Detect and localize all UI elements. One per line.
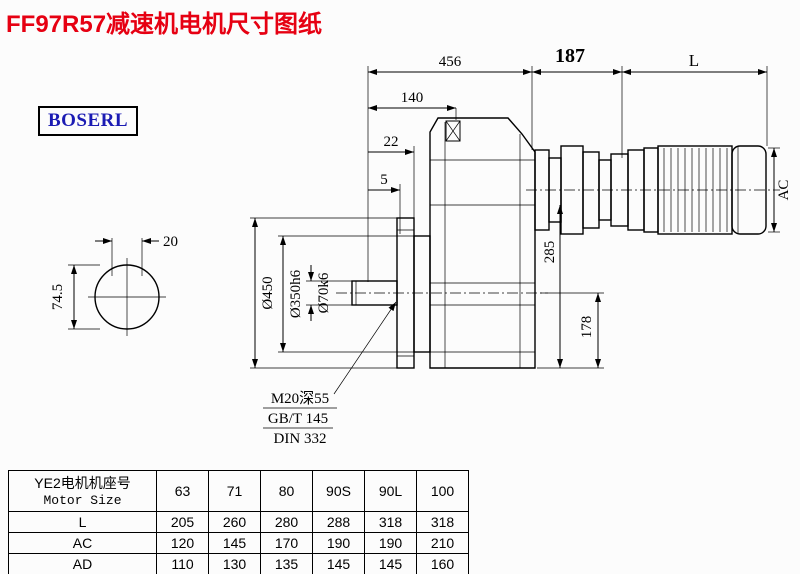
table-cell: 318 [416, 511, 469, 533]
row-label-L: L [8, 511, 157, 533]
technical-drawing: 20 74.5 [50, 45, 792, 447]
table-cell: 280 [260, 511, 313, 533]
motor [627, 145, 767, 235]
header-cn: YE2电机机座号 [34, 474, 131, 491]
dim-L-label: L [689, 51, 699, 70]
table-cell: 145 [364, 553, 417, 574]
table-cell: 190 [312, 532, 365, 554]
note-m20-label: M20深55 [271, 390, 329, 407]
gearbox-housing [429, 117, 536, 369]
dim-5-label: 5 [380, 172, 388, 188]
page-title: FF97R57减速机电机尺寸图纸 [6, 11, 323, 38]
dim-140-label: 140 [401, 90, 424, 106]
table-cell: 318 [364, 511, 417, 533]
row-label-AD: AD [8, 553, 157, 574]
fan-cover [731, 145, 767, 235]
col-header-100: 100 [416, 470, 469, 512]
dim-187-label: 187 [555, 45, 585, 67]
table-header-motor-size: YE2电机机座号 Motor Size [8, 470, 157, 512]
row-label-AC: AC [8, 532, 157, 554]
shaft-section-view: 20 74.5 [50, 234, 178, 336]
header-en: Motor Size [43, 492, 122, 508]
table-cell: 145 [208, 532, 261, 554]
dim-22-label: 22 [384, 134, 399, 150]
table-cell: 145 [312, 553, 365, 574]
dim-178-label: 178 [579, 316, 595, 339]
dim-74-5-label: 74.5 [50, 284, 66, 310]
note-din-label: DIN 332 [274, 431, 327, 447]
table-cell: 190 [364, 532, 417, 554]
dim-285-label: 285 [542, 241, 558, 264]
table-cell: 210 [416, 532, 469, 554]
table-row-L: L 205 260 280 288 318 318 [8, 511, 469, 533]
table-cell: 260 [208, 511, 261, 533]
table-row-AD: AD 110 130 135 145 145 160 [8, 553, 469, 574]
col-header-90s: 90S [312, 470, 365, 512]
motor-size-table: YE2电机机座号 Motor Size 63 71 80 90S 90L 100… [8, 470, 469, 574]
table-cell: 120 [156, 532, 209, 554]
col-header-71: 71 [208, 470, 261, 512]
input-adapter [534, 145, 629, 235]
table-cell: 130 [208, 553, 261, 574]
dim-AC-label: AC [776, 180, 792, 201]
table-cell: 288 [312, 511, 365, 533]
brand-logo: BOSERL [38, 106, 138, 136]
col-header-80: 80 [260, 470, 313, 512]
table-cell: 160 [416, 553, 469, 574]
dim-456-label: 456 [439, 54, 462, 70]
dia-70-label: Ø70k6 [316, 272, 332, 313]
col-header-63: 63 [156, 470, 209, 512]
dia-450-label: Ø450 [260, 276, 276, 309]
col-header-90l: 90L [364, 470, 417, 512]
table-row-AC: AC 120 145 170 190 190 210 [8, 532, 469, 554]
dimensions: 456 187 L 140 22 5 AC 285 [250, 45, 792, 447]
main-view [336, 117, 780, 369]
table-cell: 135 [260, 553, 313, 574]
table-cell: 205 [156, 511, 209, 533]
dim-20-label: 20 [163, 234, 178, 250]
dia-350-label: Ø350h6 [288, 269, 304, 318]
housing-bolt [445, 120, 461, 142]
note-gbt-label: GB/T 145 [268, 411, 328, 427]
table-cell: 170 [260, 532, 313, 554]
table-cell: 110 [156, 553, 209, 574]
